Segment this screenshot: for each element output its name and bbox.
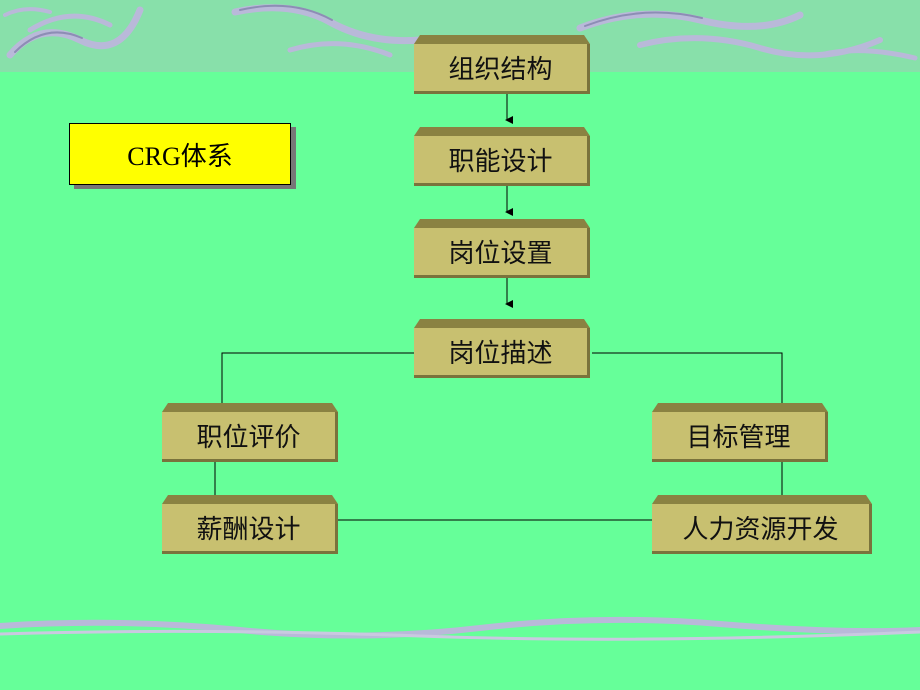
node-label: 职能设计 (448, 147, 553, 177)
node-label: 薪酬设计 (196, 515, 301, 545)
node-objective-management: 目标管理 (652, 412, 828, 462)
node-label: 职位评价 (196, 423, 301, 453)
node-label: 岗位描述 (448, 339, 553, 369)
node-label: 岗位设置 (448, 239, 553, 269)
edge-description-to-objective (592, 352, 783, 410)
node-label: 人力资源开发 (682, 515, 839, 545)
node-salary-design: 薪酬设计 (162, 504, 338, 554)
edge-description-to-evaluation (221, 352, 414, 410)
node-position-description: 岗位描述 (414, 328, 590, 378)
node-function-design: 职能设计 (414, 136, 590, 186)
diagram-title: CRG体系 (127, 141, 233, 171)
node-label: 目标管理 (686, 423, 791, 453)
node-position-setup: 岗位设置 (414, 228, 590, 278)
node-org-structure: 组织结构 (414, 44, 590, 94)
node-label: 组织结构 (448, 55, 553, 85)
node-hr-development: 人力资源开发 (652, 504, 872, 554)
node-position-evaluation: 职位评价 (162, 412, 338, 462)
diagram-title-box: CRG体系 (69, 123, 291, 185)
